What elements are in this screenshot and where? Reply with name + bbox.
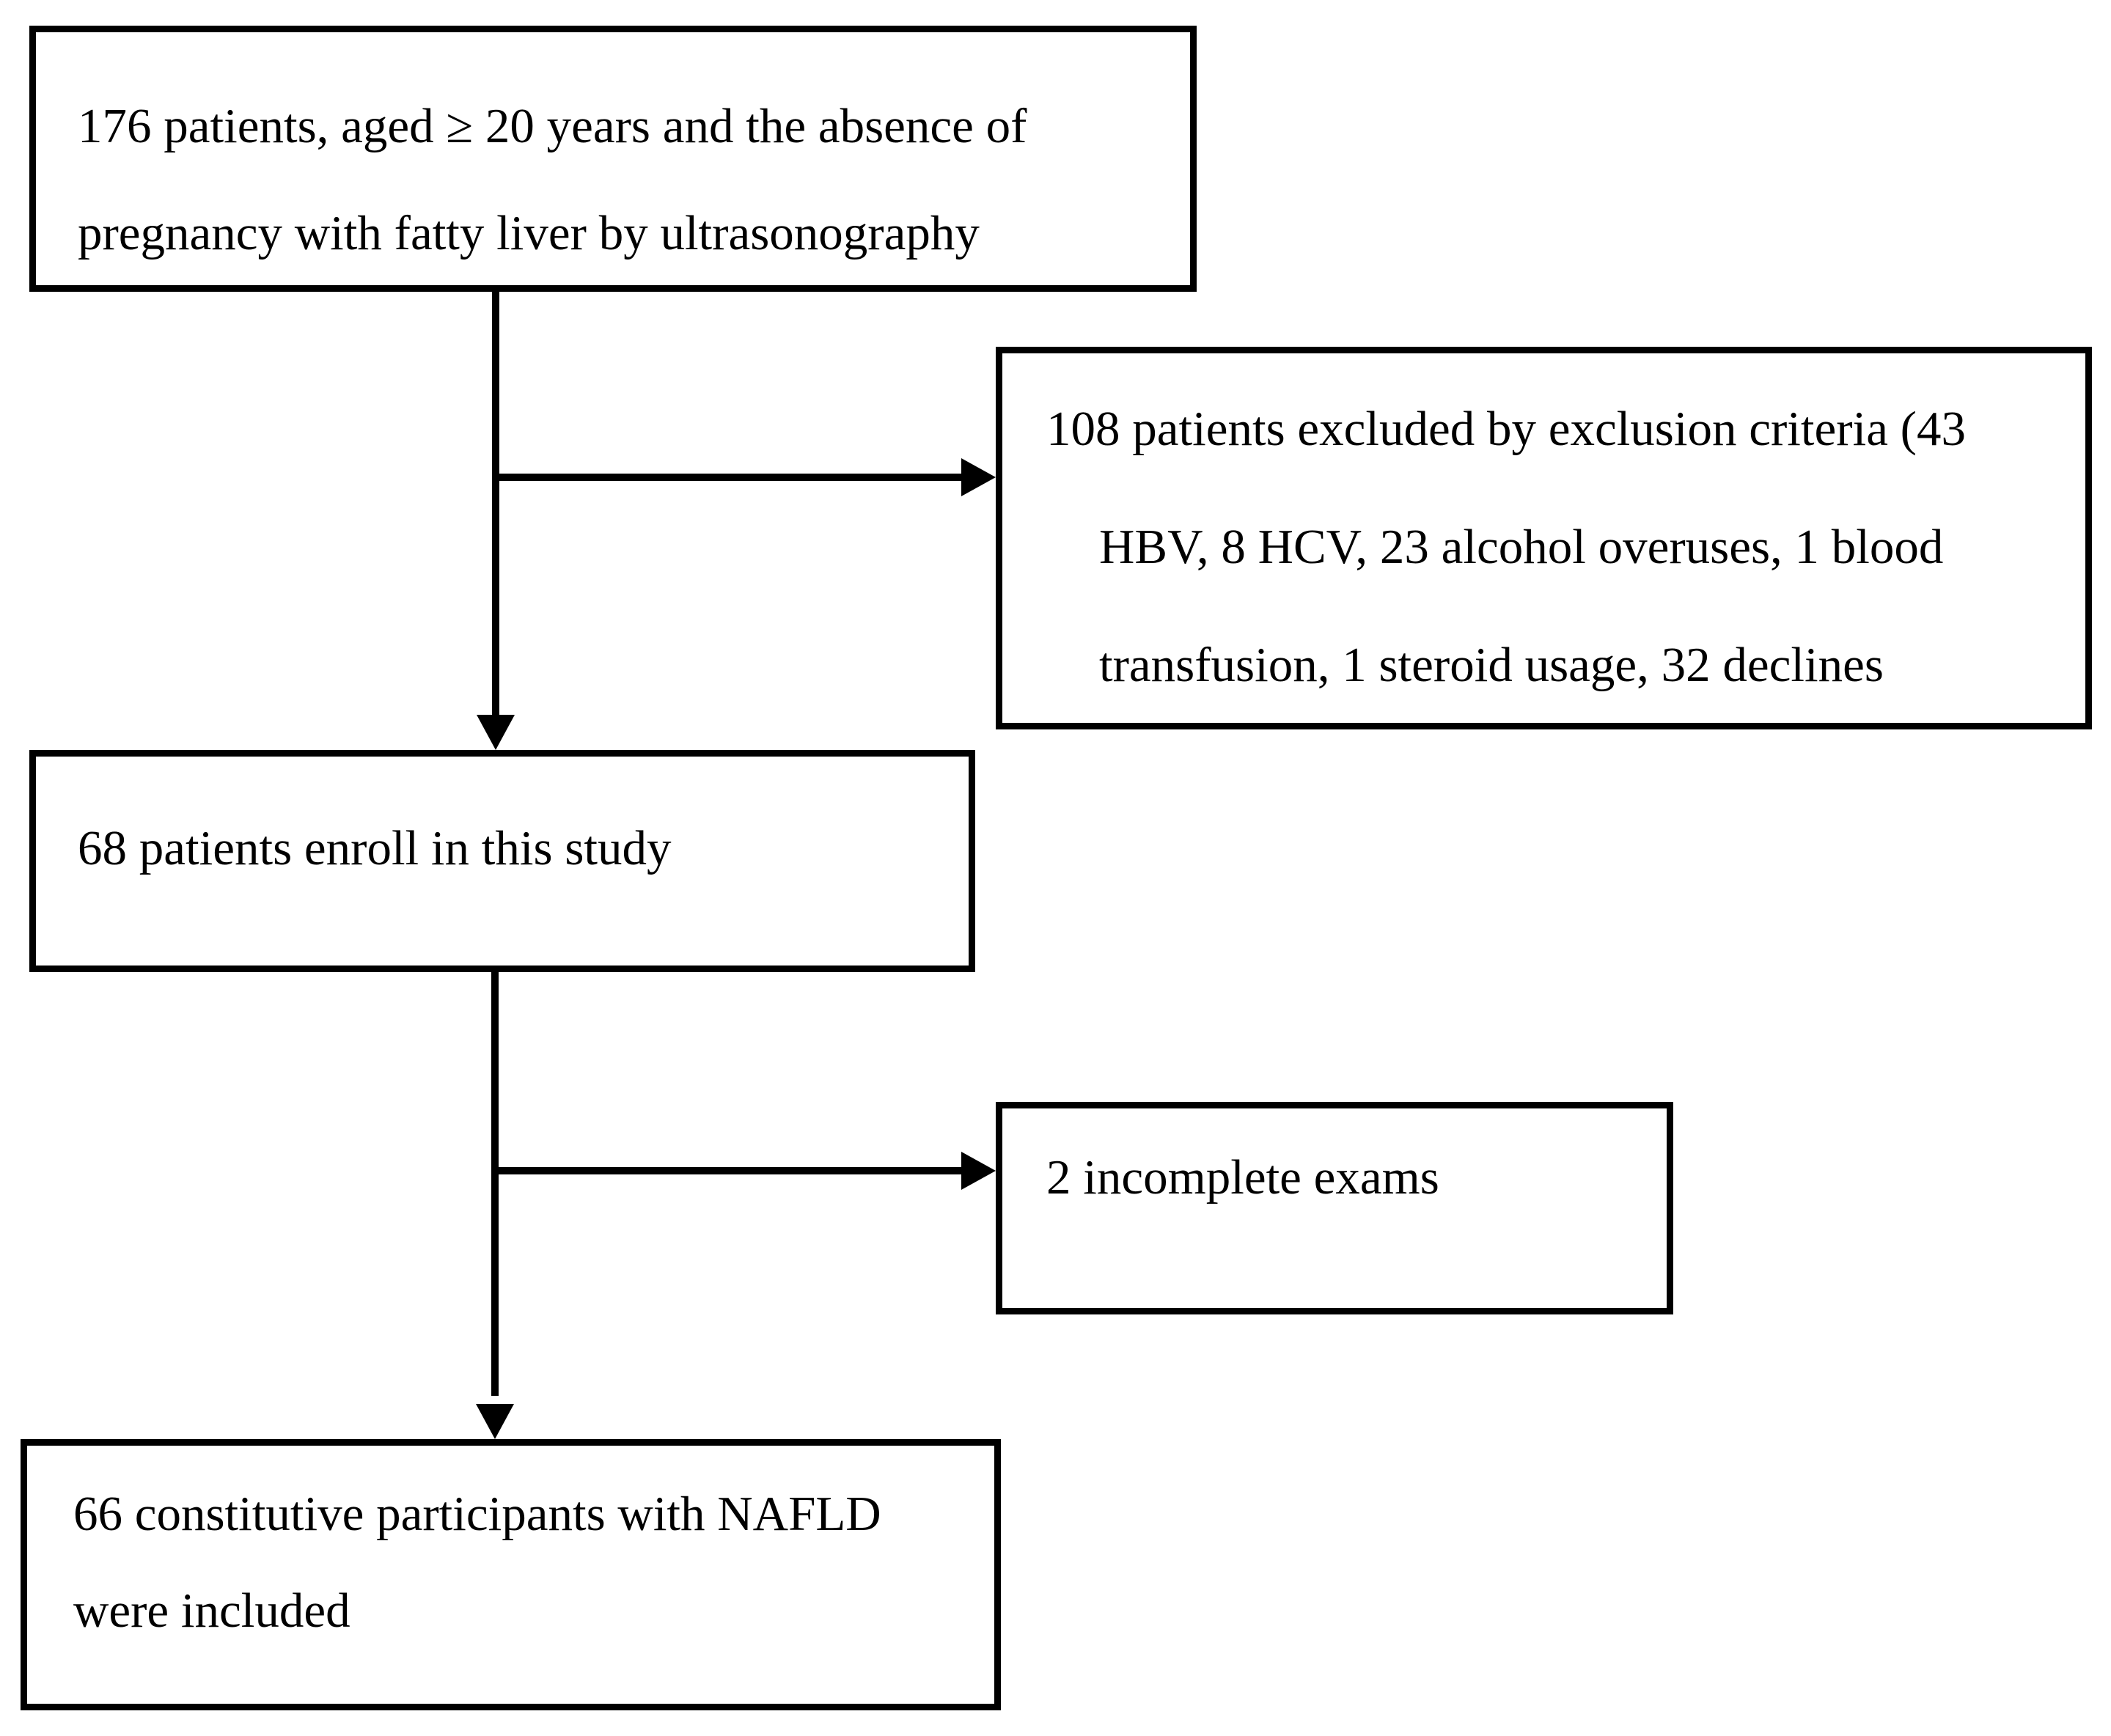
box-included-participants: 66 constitutive participants with NAFLD … <box>21 1439 1001 1710</box>
box-included-line-2: were included <box>73 1584 350 1638</box>
connector-eligible-to-enrolled <box>492 292 499 716</box>
box-excluded-patients: 108 patients excluded by exclusion crite… <box>996 347 2092 729</box>
arrowhead-right-incomplete-icon <box>961 1152 996 1190</box>
arrowhead-down-included-icon <box>476 1404 514 1439</box>
box-excluded-line-1: 108 patients excluded by exclusion crite… <box>1046 402 1966 456</box>
connector-branch-to-incomplete <box>491 1167 961 1174</box>
box-enrolled-line-1: 68 patients enroll in this study <box>78 821 672 875</box>
box-eligible-line-1: 176 patients, aged ≥ 20 years and the ab… <box>78 99 1027 153</box>
box-excluded-line-3: transfusion, 1 steroid usage, 32 decline… <box>1099 638 1884 692</box>
box-enrolled-patients: 68 patients enroll in this study <box>29 750 975 972</box>
box-included-line-1: 66 constitutive participants with NAFLD <box>73 1487 881 1541</box>
box-eligible-line-2: pregnancy with fatty liver by ultrasonog… <box>78 206 980 260</box>
box-incomplete-exams: 2 incomplete exams <box>996 1102 1673 1314</box>
box-excluded-line-2: HBV, 8 HCV, 23 alcohol overuses, 1 blood <box>1099 520 1944 574</box>
box-eligible-patients: 176 patients, aged ≥ 20 years and the ab… <box>29 26 1197 292</box>
box-incomplete-line-1: 2 incomplete exams <box>1046 1150 1439 1204</box>
connector-enrolled-to-included <box>491 972 499 1396</box>
connector-branch-to-excluded <box>492 474 961 481</box>
arrowhead-right-excluded-icon <box>961 458 996 496</box>
arrowhead-down-enrolled-icon <box>477 715 515 750</box>
